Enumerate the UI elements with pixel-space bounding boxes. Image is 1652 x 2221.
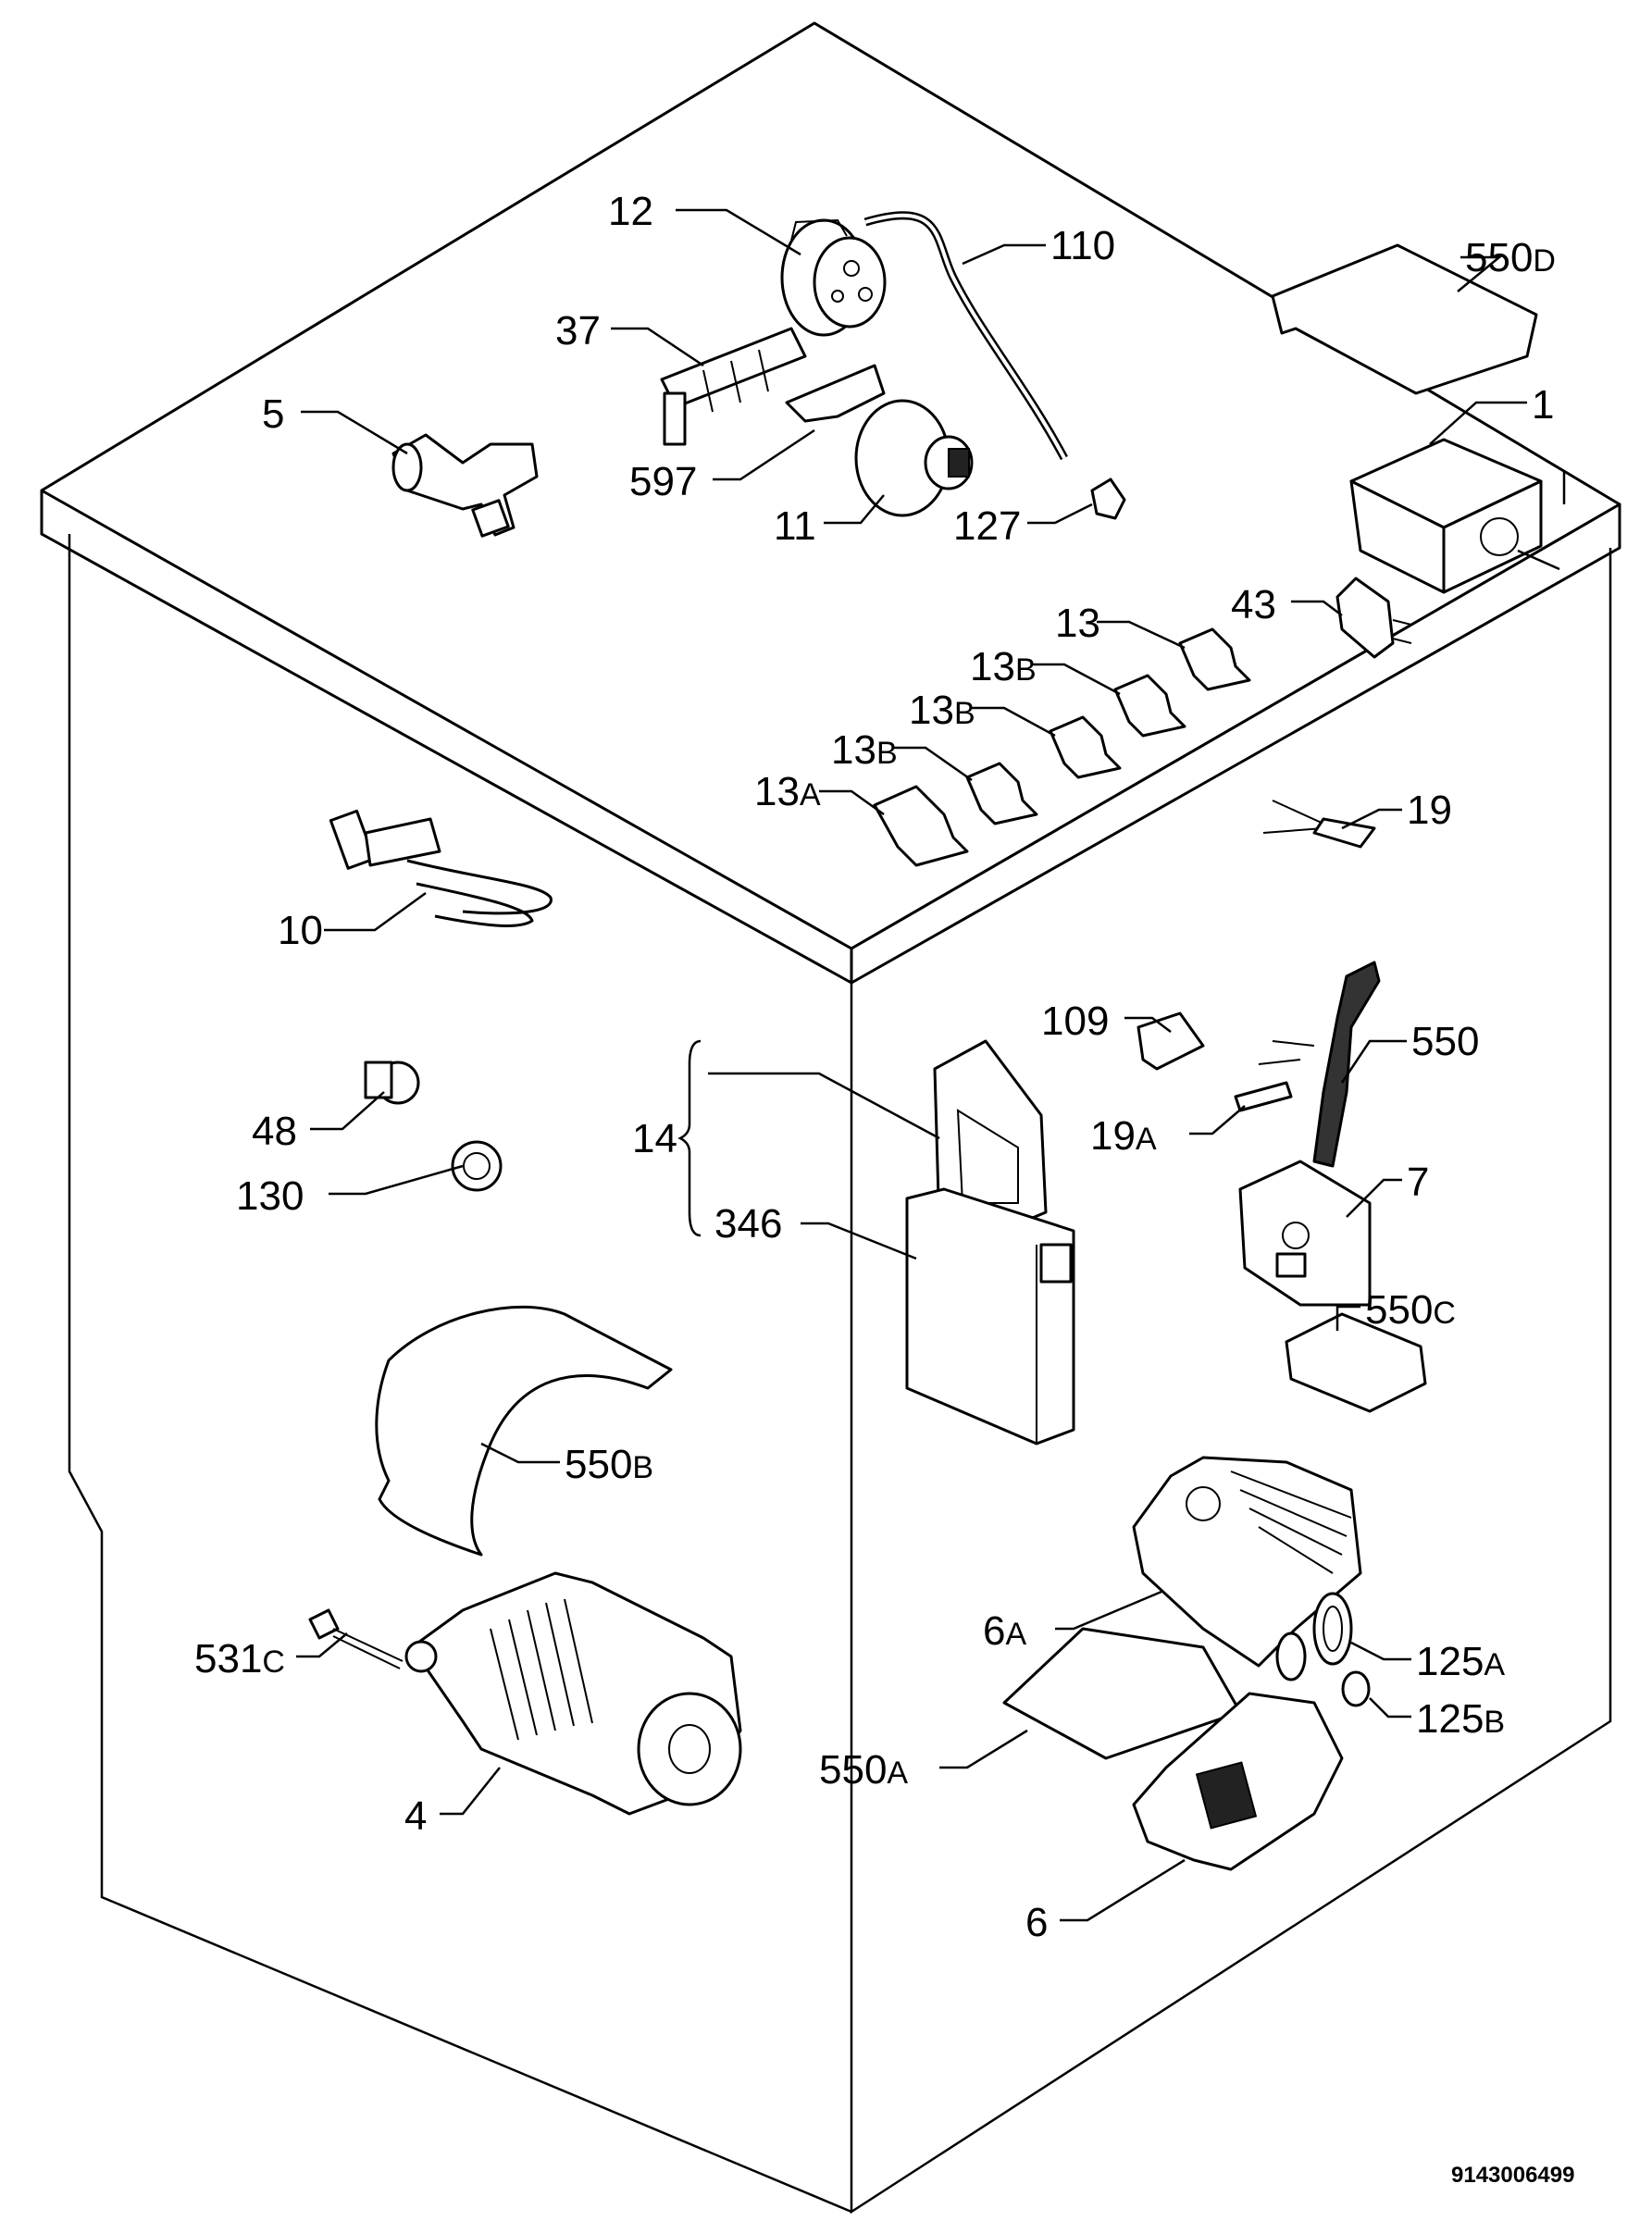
cover-550C	[1285, 1312, 1427, 1413]
label-127: 127	[953, 503, 1021, 549]
label-597: 597	[629, 459, 697, 504]
wire-harness-550	[1258, 961, 1381, 1168]
connector-13B-3	[965, 762, 1038, 825]
filter-cover-plate	[933, 1039, 1048, 1237]
label-37: 37	[555, 308, 601, 354]
label-12: 12	[608, 189, 653, 234]
label-109: 109	[1041, 999, 1109, 1044]
label-13B-2: 13B	[909, 688, 975, 733]
leader-lines	[296, 208, 1527, 1922]
heating-element	[329, 809, 553, 927]
label-6A: 6A	[983, 1608, 1026, 1654]
filter-housing-346	[905, 1187, 1075, 1446]
label-43: 43	[1231, 582, 1276, 627]
pressure-switch	[780, 218, 887, 337]
thermistor-19	[1262, 800, 1376, 849]
label-48: 48	[252, 1109, 297, 1154]
label-13A: 13A	[754, 769, 821, 814]
pump-cover-550A	[1002, 1627, 1242, 1760]
door-interlock	[1335, 577, 1412, 659]
label-110: 110	[1050, 223, 1115, 268]
label-550C: 550C	[1365, 1287, 1456, 1333]
label-5: 5	[262, 391, 284, 437]
pressure-hose	[863, 211, 1068, 461]
connector-13A	[873, 785, 969, 867]
label-125B: 125B	[1416, 1696, 1505, 1742]
label-19A: 19A	[1090, 1113, 1157, 1159]
label-4: 4	[404, 1793, 427, 1839]
label-6: 6	[1025, 1900, 1048, 1945]
label-13: 13	[1055, 601, 1100, 646]
connector-13B-1	[1113, 674, 1186, 738]
connector-13B-2	[1049, 715, 1122, 779]
thermistor-19A	[1234, 1081, 1293, 1112]
reference-number: 9143006499	[1451, 2163, 1574, 2188]
hose-clip	[1090, 478, 1126, 520]
sensor-109	[1137, 1011, 1205, 1071]
drum-shroud-550B	[375, 1305, 673, 1557]
label-550: 550	[1411, 1019, 1479, 1064]
cabinet-outline	[40, 21, 1621, 2215]
label-13B-1: 13B	[970, 644, 1037, 689]
seal-125A	[1312, 1592, 1353, 1666]
motor-relay-7	[1238, 1160, 1372, 1307]
terminal-block	[660, 327, 807, 446]
label-1: 1	[1532, 382, 1554, 428]
label-346: 346	[714, 1201, 782, 1247]
seal-125B	[1341, 1670, 1371, 1707]
indicator-lamp	[364, 1061, 420, 1105]
label-7: 7	[1407, 1160, 1429, 1205]
label-130: 130	[236, 1173, 304, 1219]
capacitor	[854, 399, 974, 517]
drain-pump-6	[1132, 1632, 1344, 1871]
mounting-bracket	[785, 364, 886, 423]
label-550A: 550A	[819, 1747, 908, 1793]
label-13B-3: 13B	[831, 727, 898, 773]
motor	[404, 1571, 742, 1816]
callout-labels: 12 110 37 5 597 11 127 1 550D 43 13 13B …	[194, 189, 1574, 2188]
label-531C: 531C	[194, 1636, 285, 1681]
label-125A: 125A	[1416, 1639, 1505, 1684]
programmer-timer	[1349, 438, 1560, 594]
connector-13	[1178, 627, 1251, 691]
inlet-valve	[391, 433, 539, 538]
label-14: 14	[632, 1116, 677, 1161]
knob-130	[451, 1140, 503, 1192]
label-10: 10	[278, 908, 323, 953]
bolt-531C	[308, 1608, 404, 1669]
label-550B: 550B	[565, 1442, 653, 1487]
label-11: 11	[774, 503, 816, 549]
label-550D: 550D	[1465, 235, 1556, 280]
label-19: 19	[1407, 788, 1452, 833]
drain-pump-assembly	[1132, 1456, 1362, 1668]
